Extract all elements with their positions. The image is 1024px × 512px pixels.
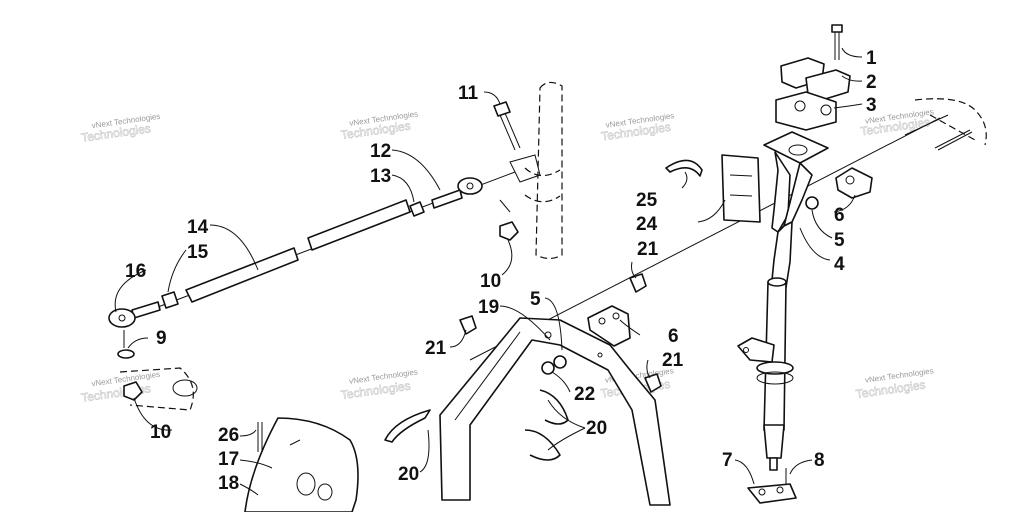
pad-and-ring bbox=[665, 154, 761, 223]
callout-9: 9 bbox=[156, 328, 167, 349]
callout-3: 3 bbox=[866, 95, 877, 116]
watermark-3: Technologies vNext Technologies bbox=[600, 111, 675, 144]
watermark-6: Technologies vNext Technologies bbox=[340, 367, 419, 402]
watermark-8: Technologies vNext Technologies bbox=[855, 366, 935, 401]
callout-21-right: 21 bbox=[662, 350, 684, 371]
callout-4: 4 bbox=[834, 254, 845, 275]
callout-7: 7 bbox=[722, 450, 733, 471]
callout-6-center: 6 bbox=[668, 326, 679, 347]
callout-11: 11 bbox=[458, 83, 479, 104]
callout-14: 14 bbox=[187, 217, 209, 238]
callout-8: 8 bbox=[814, 450, 825, 471]
callout-6-right: 6 bbox=[834, 205, 845, 226]
callout-25: 25 bbox=[636, 190, 658, 211]
callout-26: 26 bbox=[218, 425, 239, 446]
callout-10-top: 10 bbox=[480, 271, 501, 292]
callout-2: 2 bbox=[866, 72, 877, 93]
callout-16: 16 bbox=[125, 261, 146, 282]
callout-20-left: 20 bbox=[398, 464, 419, 485]
callout-13: 13 bbox=[370, 166, 391, 187]
steering-column-phantom bbox=[493, 81, 563, 260]
callouts: 1 2 3 6 5 4 11 12 13 25 24 21 10 14 15 1… bbox=[125, 48, 877, 494]
callout-10-bottom: 10 bbox=[150, 422, 171, 443]
callout-22: 22 bbox=[574, 384, 595, 405]
leader-lines bbox=[114, 47, 863, 496]
callout-24: 24 bbox=[636, 214, 658, 235]
watermark-5: Technologies vNext Technologies bbox=[80, 370, 161, 405]
frame-assembly bbox=[384, 273, 671, 506]
callout-1: 1 bbox=[866, 48, 877, 69]
steering-post bbox=[469, 24, 987, 504]
callout-20-right: 20 bbox=[586, 418, 607, 439]
callout-21-top: 21 bbox=[637, 239, 659, 260]
callout-15: 15 bbox=[187, 242, 209, 263]
callout-5-right: 5 bbox=[834, 230, 845, 251]
tie-rod-assembly bbox=[108, 171, 516, 411]
callout-12: 12 bbox=[370, 141, 391, 162]
callout-19: 19 bbox=[478, 297, 499, 318]
watermark-1: Technologies vNext Technologies bbox=[80, 112, 161, 145]
callout-18: 18 bbox=[218, 473, 239, 494]
seat-panel bbox=[244, 417, 359, 512]
callout-5-center: 5 bbox=[530, 289, 541, 310]
callout-17: 17 bbox=[218, 449, 239, 470]
watermark-2: Technologies vNext Technologies bbox=[340, 109, 419, 142]
callout-21-left: 21 bbox=[425, 338, 447, 359]
